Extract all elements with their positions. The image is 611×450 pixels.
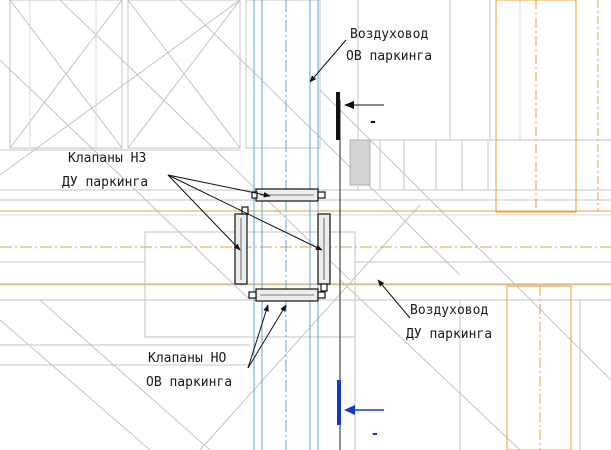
ov-duct-lines xyxy=(253,0,319,450)
svg-text:Воздуховод: Воздуховод xyxy=(350,27,428,42)
grey-block xyxy=(349,139,371,186)
label-duct-du: Воздуховод ДУ паркинга xyxy=(406,303,492,342)
leader-arrow-icon xyxy=(167,39,411,369)
du-duct-cap xyxy=(337,380,341,425)
svg-text:Воздуховод: Воздуховод xyxy=(410,303,488,318)
bottom-minus-sign: - xyxy=(372,426,378,442)
ov-duct-cap xyxy=(336,92,340,140)
label-valves-nz: Клапаны НЗ ДУ паркинга xyxy=(62,151,148,190)
svg-text:ОВ паркинга: ОВ паркинга xyxy=(346,49,432,64)
label-valves-no: Клапаны НО ОВ паркинга xyxy=(146,351,232,390)
background-light-lines xyxy=(0,0,611,286)
svg-text:ДУ паркинга: ДУ паркинга xyxy=(62,175,148,190)
svg-text:Клапаны НЗ: Клапаны НЗ xyxy=(68,151,146,166)
svg-text:Клапаны НО: Клапаны НО xyxy=(148,351,226,366)
damper-valve-icon xyxy=(234,188,331,302)
flow-arrow-icon xyxy=(344,101,384,415)
svg-text:ДУ паркинга: ДУ паркинга xyxy=(406,327,492,342)
svg-text:ОВ паркинга: ОВ паркинга xyxy=(146,375,232,390)
top-minus-sign: - xyxy=(370,114,376,130)
label-duct-ov: Воздуховод ОВ паркинга xyxy=(346,27,432,64)
